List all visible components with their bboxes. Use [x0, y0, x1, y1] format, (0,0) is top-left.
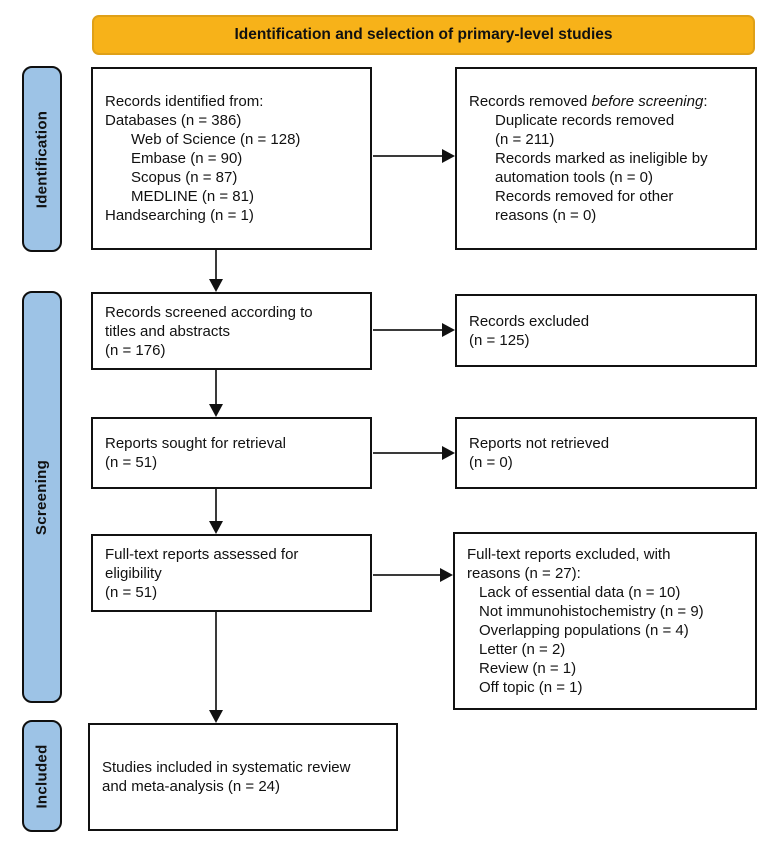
box-line: Databases (n = 386) [105, 112, 242, 129]
box-line: Records identified from: [105, 93, 264, 110]
stage-included: Included [22, 720, 62, 832]
box-line: Embase (n = 90) [131, 150, 243, 167]
box-studies-included: Studies included in systematic review and… [88, 723, 398, 831]
box-line: reasons (n = 27): [467, 565, 581, 582]
arrow-right-icon [442, 323, 455, 337]
arrow-down-icon [209, 404, 223, 417]
arrow-shaft [373, 574, 442, 576]
stage-included-label: Included [33, 743, 51, 809]
arrow-shaft [215, 250, 217, 280]
box-reports-sought: Reports sought for retrieval (n = 51) [91, 417, 372, 489]
box-line: (n = 51) [105, 583, 158, 601]
box-line: Records removed before screening: [469, 93, 708, 110]
title-banner: Identification and selection of primary-… [92, 15, 755, 55]
box-line: Scopus (n = 87) [131, 169, 238, 186]
box-line: Review (n = 1) [479, 660, 577, 677]
box-line: Web of Science (n = 128) [131, 131, 301, 148]
stage-identification: Identification [22, 66, 62, 252]
stage-identification-label: Identification [33, 110, 51, 208]
arrow-shaft [215, 612, 217, 711]
box-line: Overlapping populations (n = 4) [479, 622, 689, 639]
box-line: and meta-analysis (n = 24) [102, 778, 281, 795]
box-line: Duplicate records removed [495, 112, 675, 129]
box-line: Letter (n = 2) [479, 641, 566, 658]
box-line: Records marked as ineligible by [495, 150, 708, 167]
box-line: Full-text reports assessed for [105, 545, 299, 563]
box-line: (n = 176) [105, 341, 166, 359]
arrow-right-icon [442, 149, 455, 163]
box-records-excluded: Records excluded(n = 125) [455, 294, 757, 367]
box-line: MEDLINE (n = 81) [131, 188, 254, 205]
box-line: Studies included in systematic review [102, 759, 351, 776]
arrow-down-icon [209, 521, 223, 534]
box-line: Records screened according to [105, 303, 313, 321]
box-line: Reports not retrieved [469, 435, 610, 452]
arrow-right-icon [440, 568, 453, 582]
box-line: Records removed for other [495, 188, 674, 205]
box-fulltext-excluded: Full-text reports excluded, with reasons … [453, 532, 757, 710]
stage-screening-label: Screening [33, 459, 51, 535]
box-line: titles and abstracts [105, 322, 231, 340]
box-line: Full-text reports excluded, with [467, 546, 671, 563]
arrow-shaft [215, 489, 217, 522]
box-line: automation tools (n = 0) [495, 169, 654, 186]
arrow-down-icon [209, 710, 223, 723]
arrow-down-icon [209, 279, 223, 292]
box-line: Handsearching (n = 1) [105, 207, 254, 224]
box-line: (n = 211) [495, 131, 555, 148]
arrow-shaft [373, 329, 444, 331]
box-line: Lack of essential data (n = 10) [479, 584, 681, 601]
box-line: (n = 125) [469, 331, 530, 349]
diagram-title: Identification and selection of primary-… [234, 26, 613, 43]
arrow-shaft [215, 370, 217, 405]
box-records-identified: Records identified from: Databases (n = 3… [91, 67, 372, 250]
arrow-shaft [373, 155, 444, 157]
box-reports-not-retrieved: Reports not retrieved (n = 0) [455, 417, 757, 489]
box-line: Off topic (n = 1) [479, 679, 583, 696]
box-records-removed: Records removed before screening: Duplica… [455, 67, 757, 250]
box-line: Records excluded [469, 312, 590, 330]
box-line: (n = 51) [105, 454, 158, 471]
arrow-right-icon [442, 446, 455, 460]
box-line: reasons (n = 0) [495, 207, 597, 224]
box-line: Not immunohistochemistry (n = 9) [479, 603, 704, 620]
box-line: Reports sought for retrieval [105, 435, 286, 452]
stage-screening: Screening [22, 291, 62, 703]
box-line: eligibility [105, 564, 162, 582]
box-line: (n = 0) [469, 454, 513, 471]
arrow-shaft [373, 452, 444, 454]
